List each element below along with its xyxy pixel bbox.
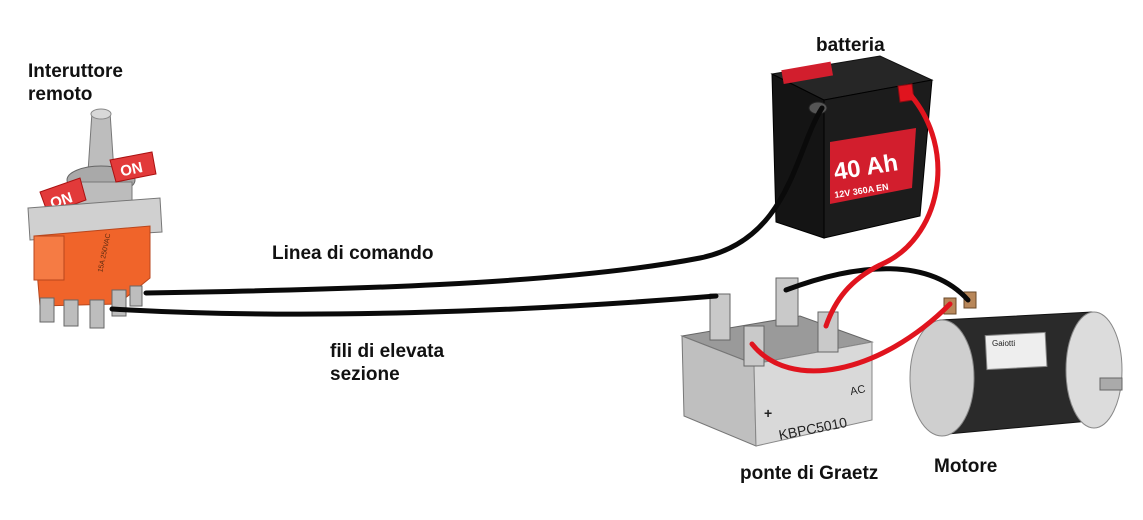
heavy-wires-label: fili di elevata sezione (330, 341, 445, 385)
positive-wire-battery-bridge (823, 89, 941, 329)
bridge-plus-mark: + (764, 405, 772, 421)
motor-nameplate (984, 331, 1048, 371)
switch-lever-tip (90, 108, 112, 120)
on-tag-right-text: ON (119, 159, 145, 180)
wires (109, 89, 971, 374)
motor: Gaiotti (909, 291, 1123, 437)
heavy-wire-switch-bridge (109, 293, 719, 317)
motor-brand: Gaiotti (992, 339, 1015, 348)
switch-lever (87, 111, 115, 173)
bridge-ac-mark: AC (849, 383, 866, 398)
bridge-label: ponte di Graetz (740, 463, 879, 484)
positive-wire-bridge-motor (749, 301, 953, 374)
switch-side-plate (33, 235, 65, 281)
bridge-terminals (709, 277, 839, 367)
motor-shaft (1099, 377, 1123, 391)
command-line-wire (143, 105, 825, 296)
battery: 40 Ah 12V 360A EN (770, 55, 934, 239)
motor-label: Motore (934, 456, 998, 477)
motor-front-cap (1065, 311, 1123, 429)
battery-red-panel (830, 128, 916, 204)
remote-switch: ON ON 15A 250VAC (27, 108, 163, 329)
battery-top-label (781, 61, 833, 85)
command-line-label: Linea di comando (272, 243, 434, 264)
switch-label: Interuttore remoto (28, 61, 123, 105)
on-tag-right: ON (109, 151, 157, 183)
battery-label: batteria (816, 35, 885, 56)
heavy-wire-bridge-motor (783, 266, 971, 303)
motor-back-cap (909, 319, 975, 437)
